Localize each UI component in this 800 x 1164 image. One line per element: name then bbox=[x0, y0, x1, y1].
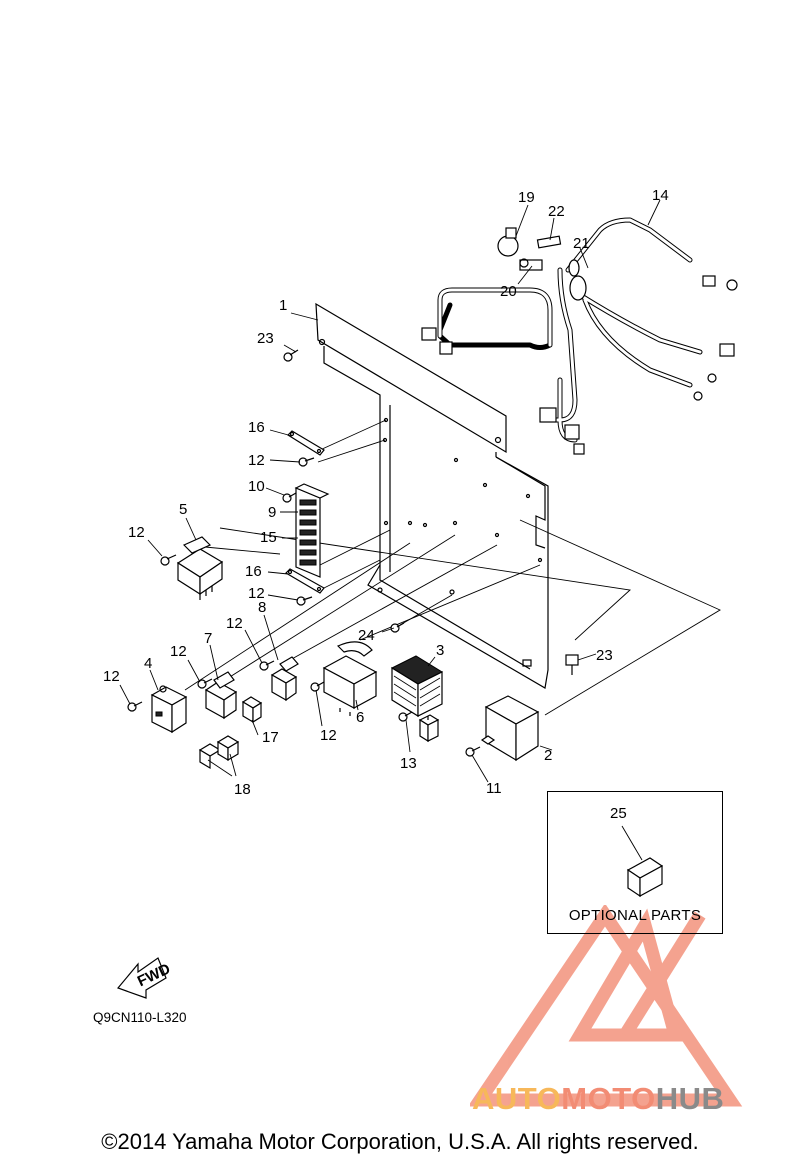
optional-parts-box: OPTIONAL PARTS bbox=[547, 791, 723, 934]
relay-8 bbox=[270, 656, 299, 702]
callout-1: 1 bbox=[279, 297, 287, 314]
callout-11: 11 bbox=[486, 780, 502, 797]
callout-12-a: 12 bbox=[248, 452, 265, 469]
clip-23-lower bbox=[565, 654, 579, 675]
relay-6 bbox=[322, 641, 378, 716]
mounting-plate bbox=[315, 302, 549, 689]
wire-harness bbox=[421, 217, 738, 455]
callout-15: 15 bbox=[260, 529, 277, 546]
callout-23-b: 23 bbox=[596, 647, 613, 664]
callout-8: 8 bbox=[258, 599, 266, 616]
callout-12-g: 12 bbox=[320, 727, 337, 744]
callout-20: 20 bbox=[500, 283, 517, 300]
callout-13: 13 bbox=[400, 755, 417, 772]
callout-12-c: 12 bbox=[248, 585, 265, 602]
callout-3: 3 bbox=[436, 642, 444, 659]
unit-2 bbox=[480, 695, 540, 762]
diagram-code: Q9CN110-L320 bbox=[93, 1010, 187, 1025]
fuse-holder-20 bbox=[519, 258, 543, 271]
callout-12-b: 12 bbox=[128, 524, 145, 541]
callout-2: 2 bbox=[544, 747, 552, 764]
fwd-arrow: FWD bbox=[116, 957, 173, 999]
callout-19: 19 bbox=[518, 189, 535, 206]
callout-5: 5 bbox=[179, 501, 187, 518]
optional-parts-label: OPTIONAL PARTS bbox=[568, 907, 702, 924]
bar-upper bbox=[287, 430, 325, 456]
callout-6: 6 bbox=[356, 709, 364, 726]
callout-16-b: 16 bbox=[245, 563, 262, 580]
part-callouts: 1 2 3 4 5 6 7 8 9 10 11 12 12 12 12 12 1… bbox=[103, 187, 669, 822]
callout-18: 18 bbox=[234, 781, 251, 798]
copyright-notice: ©2014 Yamaha Motor Corporation, U.S.A. A… bbox=[101, 1129, 699, 1154]
callout-12-e: 12 bbox=[170, 643, 187, 660]
callout-12-f: 12 bbox=[103, 668, 120, 685]
callout-25: 25 bbox=[610, 805, 627, 822]
relay-7 bbox=[204, 671, 238, 720]
callout-7: 7 bbox=[204, 630, 212, 647]
callout-17: 17 bbox=[262, 729, 279, 746]
callout-22: 22 bbox=[548, 203, 565, 220]
automotohub-watermark-text: AUTOMOTOHUB bbox=[472, 1081, 725, 1116]
callout-24: 24 bbox=[358, 627, 375, 644]
callout-12-d: 12 bbox=[226, 615, 243, 632]
optional-part-25 bbox=[621, 825, 664, 898]
connector-17 bbox=[241, 696, 263, 724]
callout-10: 10 bbox=[248, 478, 265, 495]
callout-21: 21 bbox=[573, 235, 590, 252]
clamp-19 bbox=[497, 227, 519, 257]
callout-14: 14 bbox=[652, 187, 669, 204]
callout-16-a: 16 bbox=[248, 419, 265, 436]
callout-4: 4 bbox=[144, 655, 152, 672]
fuse-block bbox=[294, 483, 330, 578]
bar-lower bbox=[285, 568, 325, 594]
fuse-22 bbox=[536, 235, 562, 249]
relay-5 bbox=[176, 536, 224, 600]
connector-18 bbox=[198, 735, 240, 770]
rectifier-3 bbox=[390, 655, 444, 743]
callout-9: 9 bbox=[268, 504, 276, 521]
relay-4 bbox=[150, 685, 188, 734]
callout-23-a: 23 bbox=[257, 330, 274, 347]
